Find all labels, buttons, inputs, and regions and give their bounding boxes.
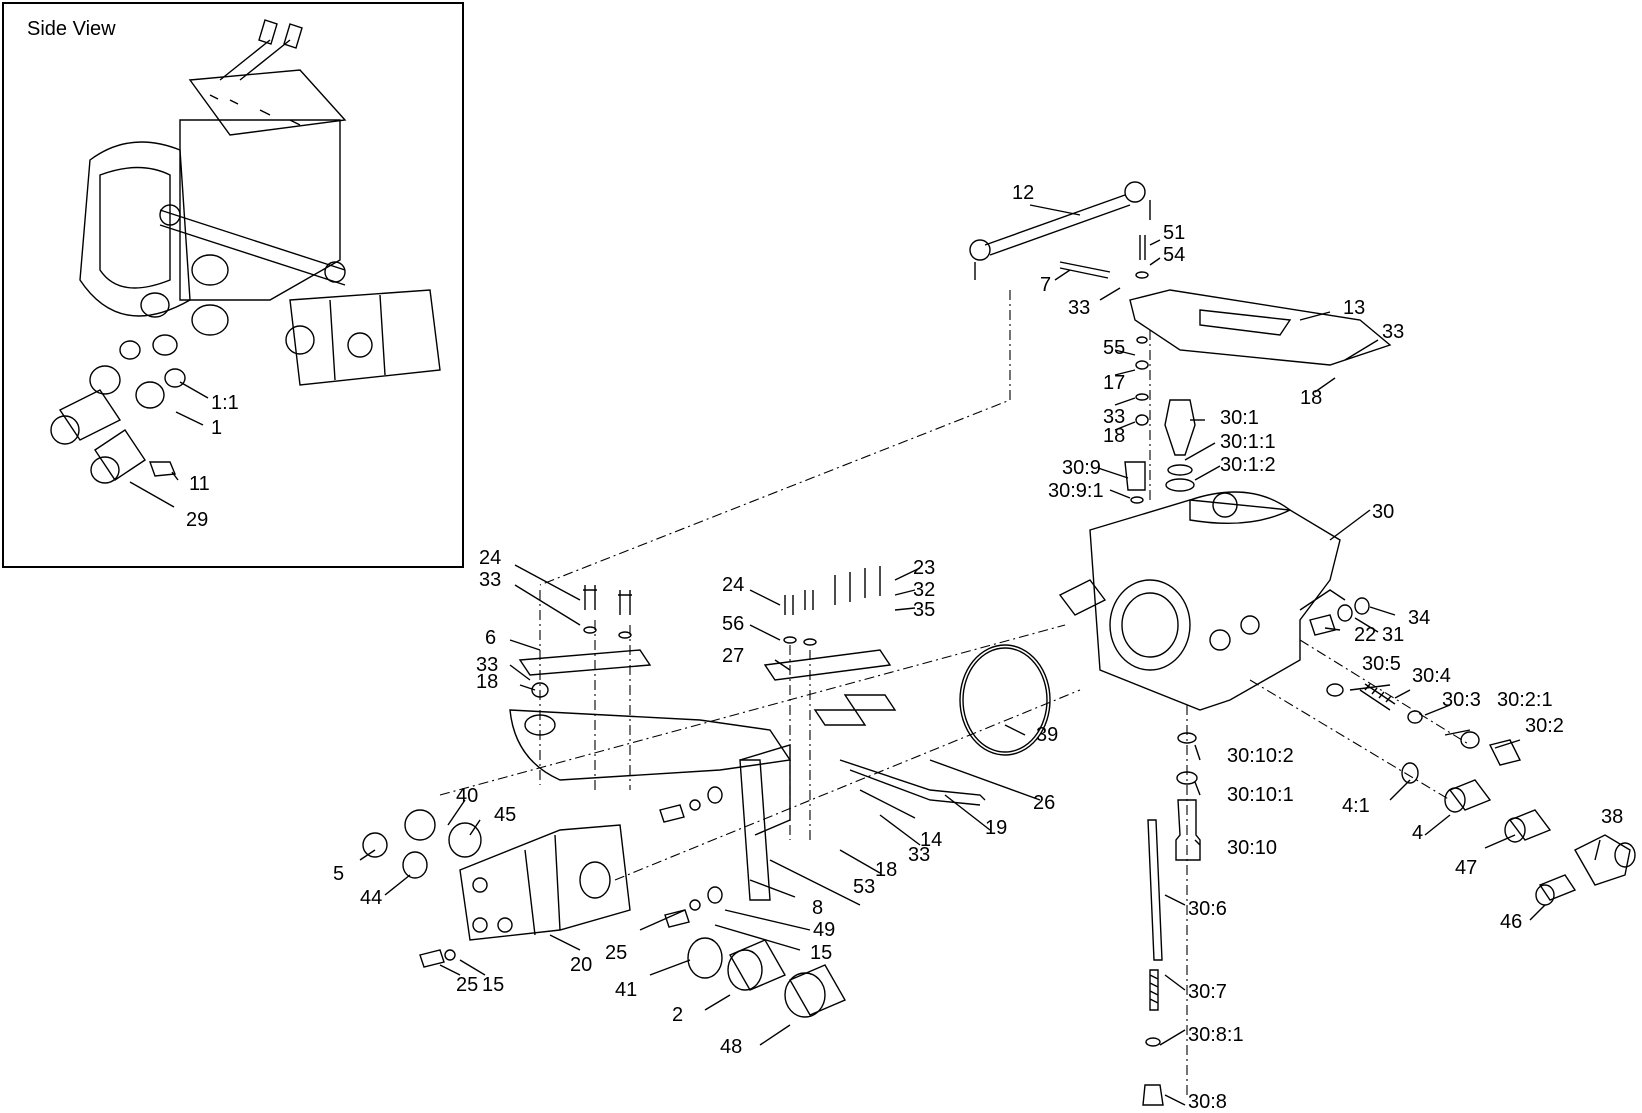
callout: 8: [812, 897, 824, 919]
callout: 23: [913, 557, 936, 579]
callout: 30:9:1: [1048, 480, 1104, 502]
callout: 24: [479, 547, 502, 569]
side-view-assembly-drawing: [50, 19, 441, 508]
callout: 54: [1163, 244, 1186, 266]
callout: 33: [479, 569, 502, 591]
callout: 4:1: [1342, 795, 1370, 817]
callout: 53: [853, 876, 876, 898]
callout: 27: [722, 645, 745, 667]
callout: 30:2: [1525, 715, 1564, 737]
callout: 30:10: [1227, 837, 1278, 859]
callout: 30:9: [1062, 457, 1101, 479]
callout: 18: [476, 671, 499, 693]
callout: 30:2:1: [1497, 689, 1553, 711]
side-view-inset-frame: [2, 2, 464, 568]
callout: 34: [1408, 607, 1431, 629]
callout: 30:10:2: [1227, 745, 1294, 767]
callout: 41: [615, 979, 638, 1001]
callout: 30:1:2: [1220, 454, 1276, 476]
callout: 20: [570, 954, 593, 976]
callout: 15: [482, 974, 505, 996]
callout: 30:1:1: [1220, 431, 1276, 453]
inset-callout: 1: [211, 417, 223, 439]
callout: 24: [722, 574, 745, 596]
callout: 25: [605, 942, 628, 964]
callout: 30:10:1: [1227, 784, 1294, 806]
callout-leader-lines: [359, 204, 1601, 1106]
inset-callout: 11: [189, 473, 210, 495]
callout: 40: [456, 785, 479, 807]
callout: 30:6: [1188, 898, 1227, 920]
callout: 46: [1500, 911, 1523, 933]
callout: 14: [920, 829, 943, 851]
callout: 30:4: [1412, 665, 1451, 687]
callout: 30:3: [1442, 689, 1481, 711]
main-assembly-drawing: [362, 181, 1636, 1106]
callout: 44: [360, 887, 383, 909]
callout: 38: [1601, 806, 1624, 828]
callout: 31: [1382, 624, 1405, 646]
side-view-title: Side View: [27, 18, 116, 40]
callout: 7: [1040, 274, 1052, 296]
callout: 33: [1382, 321, 1405, 343]
callout: 6: [485, 627, 497, 649]
callout: 30: [1372, 501, 1395, 523]
inset-callout: 1:1: [211, 392, 239, 414]
callout: 33: [476, 654, 499, 676]
callout: 30:7: [1188, 981, 1227, 1003]
callout: 30:8: [1188, 1091, 1227, 1113]
callout: 26: [1033, 792, 1056, 814]
callout: 4: [1412, 822, 1424, 844]
callout: 45: [494, 804, 517, 826]
callout: 35: [913, 599, 936, 621]
callout: 18: [1300, 387, 1323, 409]
callout: 33: [908, 844, 931, 866]
callout: 30:8:1: [1188, 1024, 1244, 1046]
callout: 33: [1068, 297, 1091, 319]
callout: 55: [1103, 337, 1126, 359]
callout: 30:1: [1220, 407, 1259, 429]
center-lines: [439, 290, 1471, 1095]
callout: 18: [875, 859, 898, 881]
callout: 33: [1103, 406, 1126, 428]
callout: 15: [810, 942, 833, 964]
inset-callout: 29: [186, 509, 209, 531]
callout: 17: [1103, 372, 1126, 394]
callout: 19: [985, 817, 1008, 839]
callout: 18: [1103, 425, 1126, 447]
callout: 13: [1343, 297, 1366, 319]
callout: 51: [1163, 222, 1186, 244]
callout: 5: [333, 863, 345, 885]
callout: 25: [456, 974, 479, 996]
callout: 2: [672, 1004, 684, 1026]
callout: 12: [1012, 182, 1035, 204]
callout: 32: [913, 579, 936, 601]
callout: 30:5: [1362, 653, 1401, 675]
callout: 47: [1455, 857, 1478, 879]
callout: 22: [1354, 624, 1377, 646]
callout: 39: [1036, 724, 1059, 746]
callout: 48: [720, 1036, 743, 1058]
callout: 56: [722, 613, 745, 635]
callout: 49: [813, 919, 836, 941]
